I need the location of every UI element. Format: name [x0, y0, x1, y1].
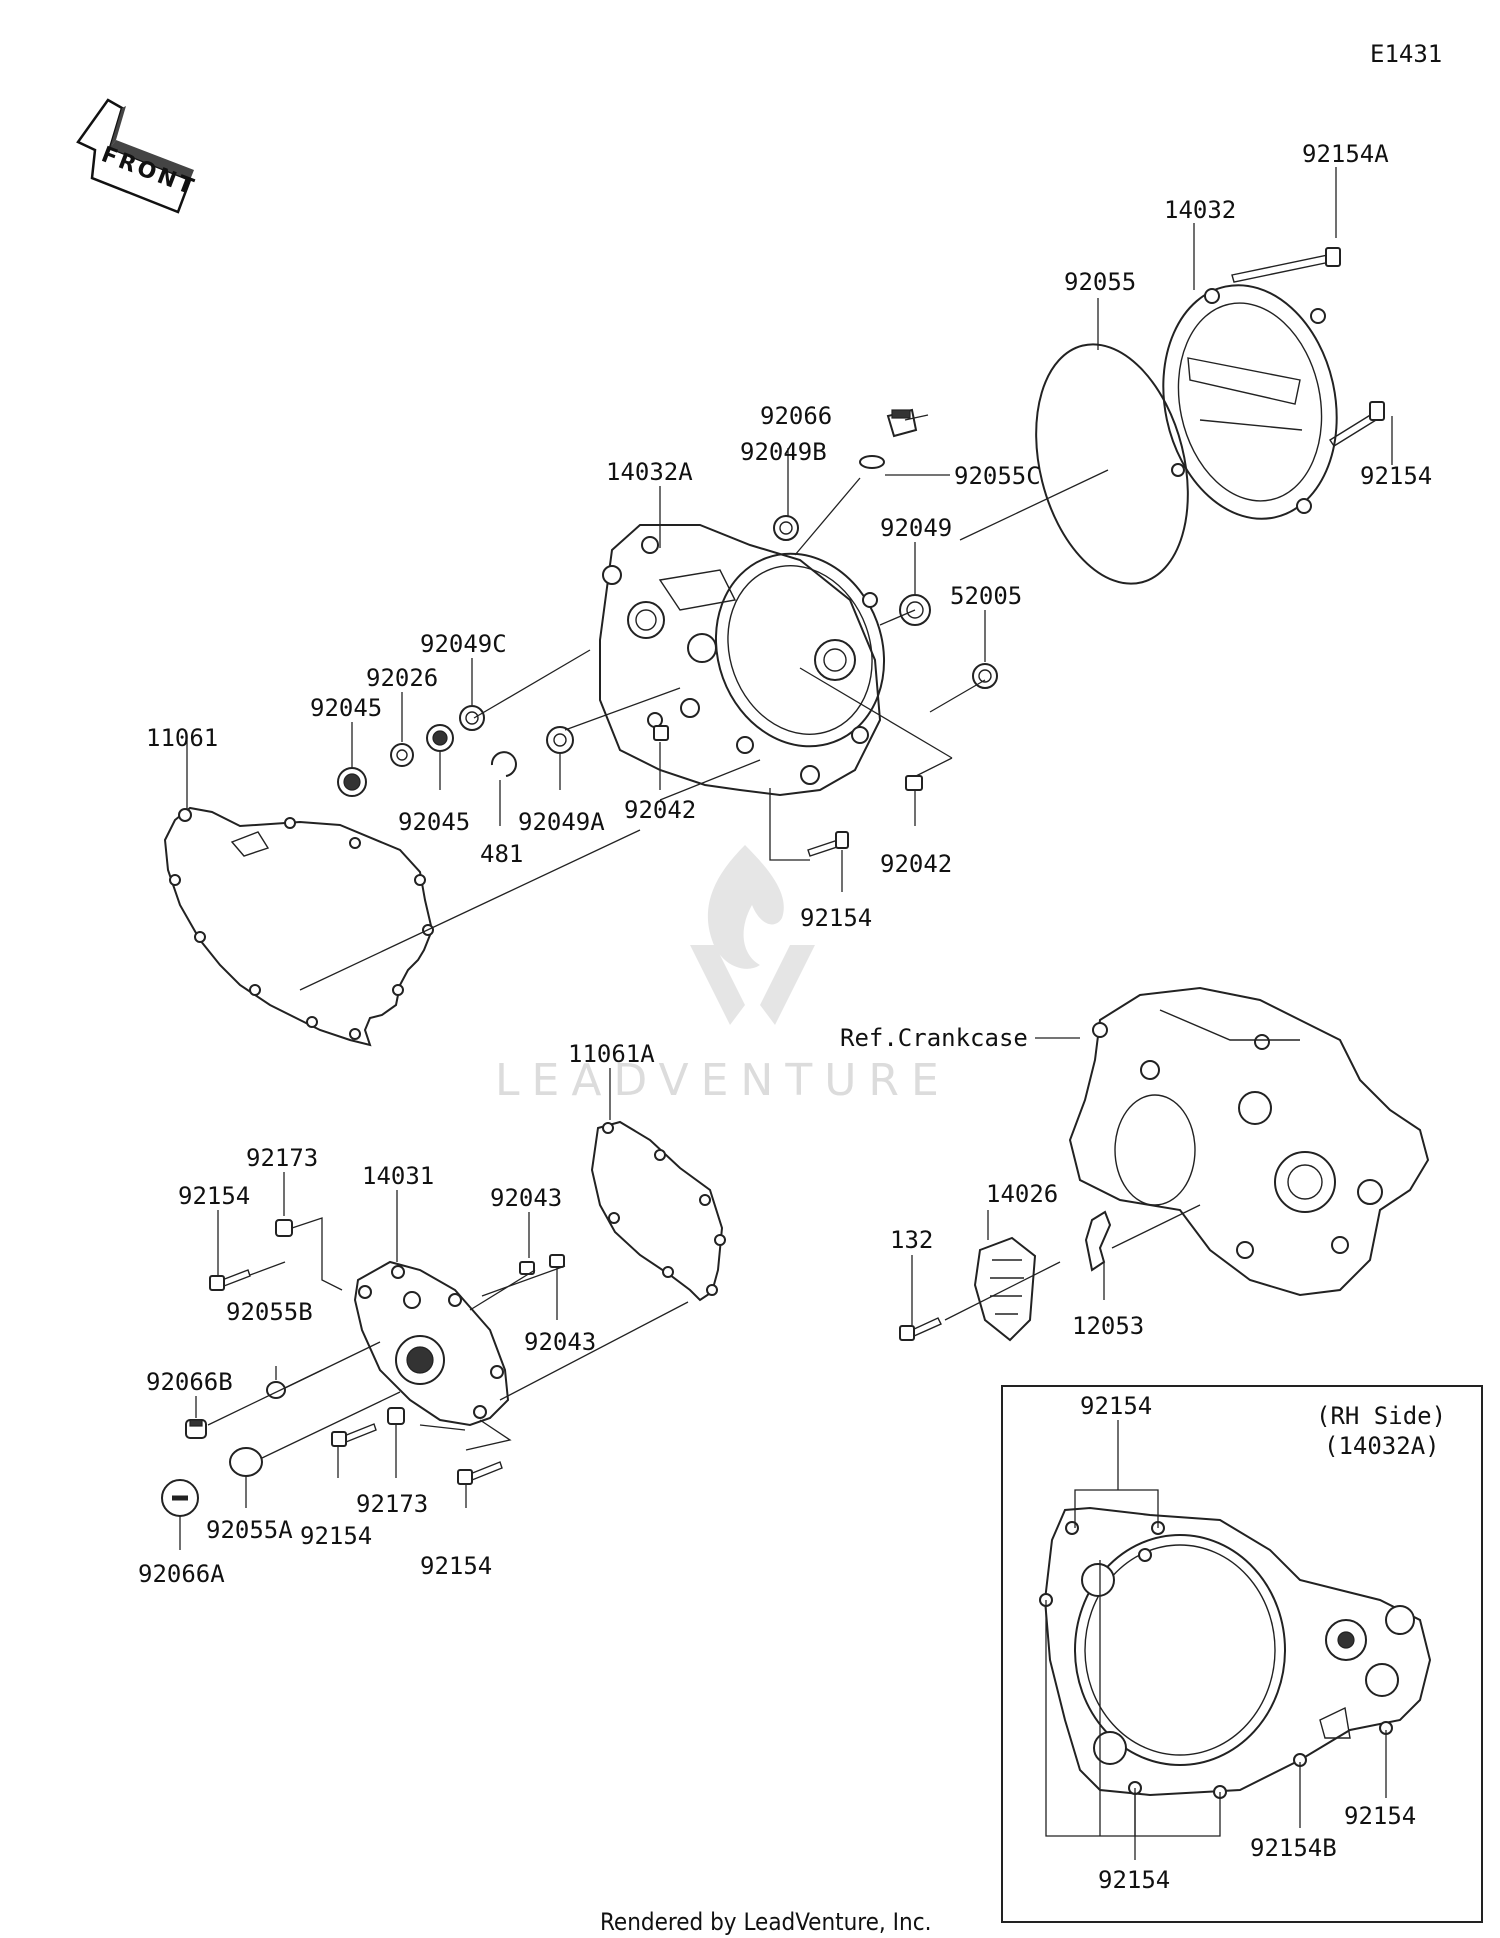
label-92066A: 92066A [138, 1560, 225, 1588]
seal-52005 [972, 663, 998, 689]
inset-label-92154-right: 92154 [1344, 1802, 1416, 1830]
inset-clutch-cover [1039, 1506, 1432, 1799]
footer-credit: Rendered by LeadVenture, Inc. [600, 1908, 931, 1936]
front-arrow-icon: FRONT [76, 98, 199, 214]
bolt-92154-low2 [457, 1461, 503, 1485]
inset-label-92154B: 92154B [1250, 1834, 1337, 1862]
bolt-132 [899, 1317, 942, 1341]
dowel-92042-a [653, 725, 669, 741]
drain-plug-92066 [886, 408, 918, 438]
sprocket-cover-14026 [973, 1236, 1037, 1342]
bolt-92154A [1231, 247, 1341, 283]
dowel-92043-b [549, 1254, 565, 1268]
label-92173-a: 92173 [246, 1144, 318, 1172]
label-92154-low1: 92154 [300, 1522, 372, 1550]
generator-cover-14031 [353, 1260, 510, 1427]
inset-label-92154-bottom: 92154 [1098, 1866, 1170, 1894]
collar-92173-b [387, 1407, 405, 1425]
oil-seal-92045-a [337, 767, 367, 797]
label-92154-mid: 92154 [800, 904, 872, 932]
label-92154-low2: 92154 [420, 1552, 492, 1580]
oil-seal-92045-b [426, 724, 454, 752]
label-92066: 92066 [760, 402, 832, 430]
bolt-92154-left [209, 1269, 251, 1291]
label-132: 132 [890, 1226, 933, 1254]
dowel-92043-a [519, 1261, 535, 1275]
o-ring-92055B [266, 1381, 286, 1399]
label-92043-a: 92043 [490, 1184, 562, 1212]
crankcase-reference [1068, 986, 1430, 1297]
oil-seal-92049A [546, 726, 574, 754]
collar-92173-a [275, 1219, 293, 1237]
label-92045-a: 92045 [310, 694, 382, 722]
label-481: 481 [480, 840, 523, 868]
label-14032: 14032 [1164, 196, 1236, 224]
label-52005: 52005 [950, 582, 1022, 610]
diagram-code: E1431 [1370, 40, 1442, 68]
label-14026: 14026 [986, 1180, 1058, 1208]
washer-92026 [390, 743, 414, 767]
inset-label-92154-top: 92154 [1080, 1392, 1152, 1420]
watermark-text: LEADVENTURE [495, 1055, 951, 1106]
label-92049C: 92049C [420, 630, 507, 658]
label-92049B: 92049B [740, 438, 827, 466]
plug-92066B [185, 1419, 207, 1439]
label-ref-crankcase: Ref.Crankcase [840, 1024, 1028, 1052]
o-ring-92055A [229, 1447, 263, 1477]
o-ring-92055C [859, 455, 885, 469]
label-14032A: 14032A [606, 458, 693, 486]
label-92026: 92026 [366, 664, 438, 692]
label-92055: 92055 [1064, 268, 1136, 296]
label-92055C: 92055C [954, 462, 1041, 490]
inset-title-line2: (14032A) [1324, 1432, 1440, 1460]
label-92173-b: 92173 [356, 1490, 428, 1518]
gasket-11061A [590, 1120, 724, 1302]
inset-title-line1: (RH Side) [1316, 1402, 1446, 1430]
oil-seal-92049C [459, 705, 485, 731]
clutch-outer-cover-14032 [1162, 284, 1338, 520]
label-14031: 14031 [362, 1162, 434, 1190]
clutch-cover-14032A [599, 524, 886, 797]
label-11061: 11061 [146, 724, 218, 752]
label-92154-top: 92154 [1360, 462, 1432, 490]
label-92055A: 92055A [206, 1516, 293, 1544]
label-92045-b: 92045 [398, 808, 470, 836]
guide-12053 [1084, 1210, 1112, 1272]
label-92043-b: 92043 [524, 1328, 596, 1356]
label-92049: 92049 [880, 514, 952, 542]
label-92042-b: 92042 [880, 850, 952, 878]
o-ring-92055 [1035, 343, 1189, 585]
label-92154-left: 92154 [178, 1182, 250, 1210]
gasket-11061 [163, 806, 434, 1047]
dowel-92042-b [905, 775, 923, 791]
label-92042-a: 92042 [624, 796, 696, 824]
bolt-92154-low1 [331, 1423, 377, 1447]
circlip-481 [490, 751, 517, 777]
bolt-92154-mid [807, 831, 849, 857]
label-92066B: 92066B [146, 1368, 233, 1396]
bolt-92154-top [1329, 401, 1385, 447]
cap-92066A [161, 1479, 199, 1517]
oil-seal-92049B [773, 515, 799, 541]
label-92049A: 92049A [518, 808, 605, 836]
leadventure-watermark: LEADVENTURE [495, 845, 951, 1106]
inset-frame [1001, 1385, 1483, 1923]
label-92154A: 92154A [1302, 140, 1389, 168]
label-12053: 12053 [1072, 1312, 1144, 1340]
label-92055B: 92055B [226, 1298, 313, 1326]
label-11061A: 11061A [568, 1040, 655, 1068]
